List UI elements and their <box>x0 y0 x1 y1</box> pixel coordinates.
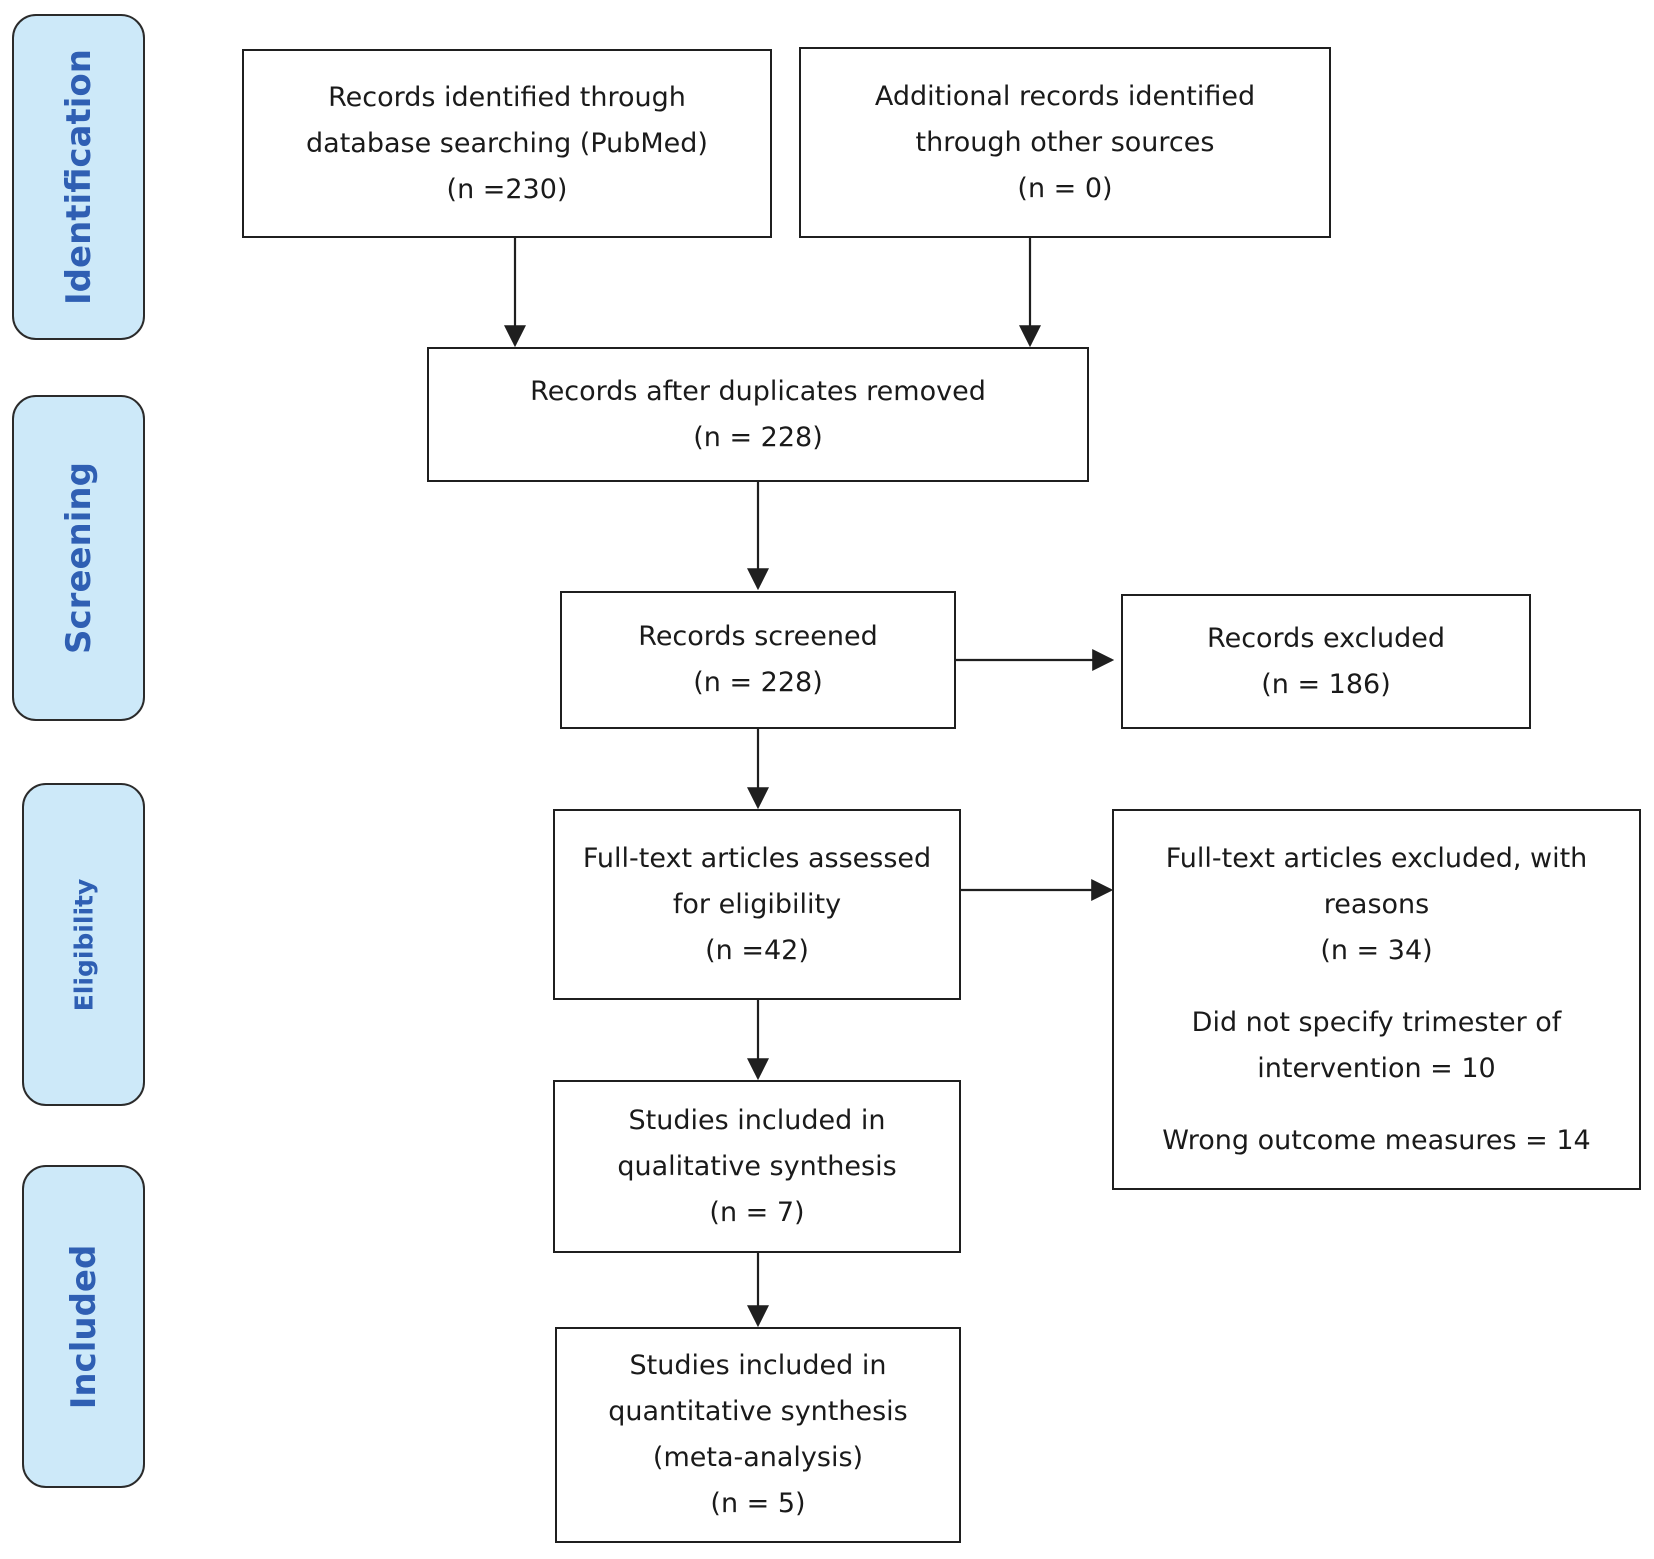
phase-screening: Screening <box>12 395 145 721</box>
phase-eligibility: Eligibility <box>22 783 145 1106</box>
box-records-other-line2: through other sources <box>915 126 1215 158</box>
phase-identification-label: Identification <box>58 49 99 305</box>
box-qualitative-synthesis: Studies included in qualitative synthesi… <box>553 1080 961 1253</box>
box-fulltext-assessed-count: (n =42) <box>705 934 809 966</box>
box-after-duplicates-line1: Records after duplicates removed <box>530 375 986 407</box>
box-records-other-sources: Additional records identified through ot… <box>799 47 1331 238</box>
box-fulltext-excluded-reason1-line2: intervention = 10 <box>1257 1052 1496 1084</box>
box-qualitative-line2: qualitative synthesis <box>617 1150 897 1182</box>
box-fulltext-excluded-line1: Full-text articles excluded, with <box>1165 842 1588 874</box>
phase-eligibility-label: Eligibility <box>69 878 98 1011</box>
box-records-screened: Records screened (n = 228) <box>560 591 956 729</box>
box-fulltext-assessed-line2: for eligibility <box>672 888 842 920</box>
box-fulltext-excluded-line2: reasons <box>1323 888 1430 920</box>
box-records-other-line1: Additional records identified <box>874 80 1256 112</box>
box-quantitative-synthesis: Studies included in quantitative synthes… <box>555 1327 961 1543</box>
phase-included-label: Included <box>63 1244 104 1409</box>
box-records-database-line1: Records identified through <box>328 81 686 113</box>
box-fulltext-excluded-count: (n = 34) <box>1320 934 1433 966</box>
box-records-database-count: (n =230) <box>446 173 568 205</box>
box-records-database: Records identified through database sear… <box>242 49 772 238</box>
box-screened-count: (n = 228) <box>693 667 823 698</box>
box-records-database-line2: database searching (PubMed) <box>306 127 708 159</box>
box-after-duplicates-count: (n = 228) <box>693 421 823 453</box>
box-quantitative-line2: quantitative synthesis <box>608 1396 908 1427</box>
box-excluded-count: (n = 186) <box>1261 668 1391 700</box>
phase-identification: Identification <box>12 14 145 340</box>
box-fulltext-excluded-reason2: Wrong outcome measures = 14 <box>1162 1124 1591 1156</box>
box-qualitative-count: (n = 7) <box>709 1196 805 1228</box>
box-fulltext-assessed-line1: Full-text articles assessed <box>582 842 932 874</box>
box-quantitative-line3: (meta-analysis) <box>652 1442 864 1473</box>
box-quantitative-count: (n = 5) <box>710 1488 806 1519</box>
phase-screening-label: Screening <box>58 462 99 654</box>
box-fulltext-excluded-reason1-line1: Did not specify trimester of <box>1191 1006 1562 1038</box>
box-fulltext-excluded: Full-text articles excluded, with reason… <box>1112 809 1641 1190</box>
box-fulltext-assessed: Full-text articles assessed for eligibil… <box>553 809 961 1000</box>
phase-included: Included <box>22 1165 145 1488</box>
box-screened-line1: Records screened <box>638 621 878 652</box>
box-qualitative-line1: Studies included in <box>628 1104 886 1136</box>
box-records-other-count: (n = 0) <box>1017 172 1113 204</box>
box-excluded-line1: Records excluded <box>1207 622 1445 654</box>
box-quantitative-line1: Studies included in <box>629 1350 887 1381</box>
box-records-after-duplicates: Records after duplicates removed (n = 22… <box>427 347 1089 482</box>
box-records-excluded: Records excluded (n = 186) <box>1121 594 1531 729</box>
